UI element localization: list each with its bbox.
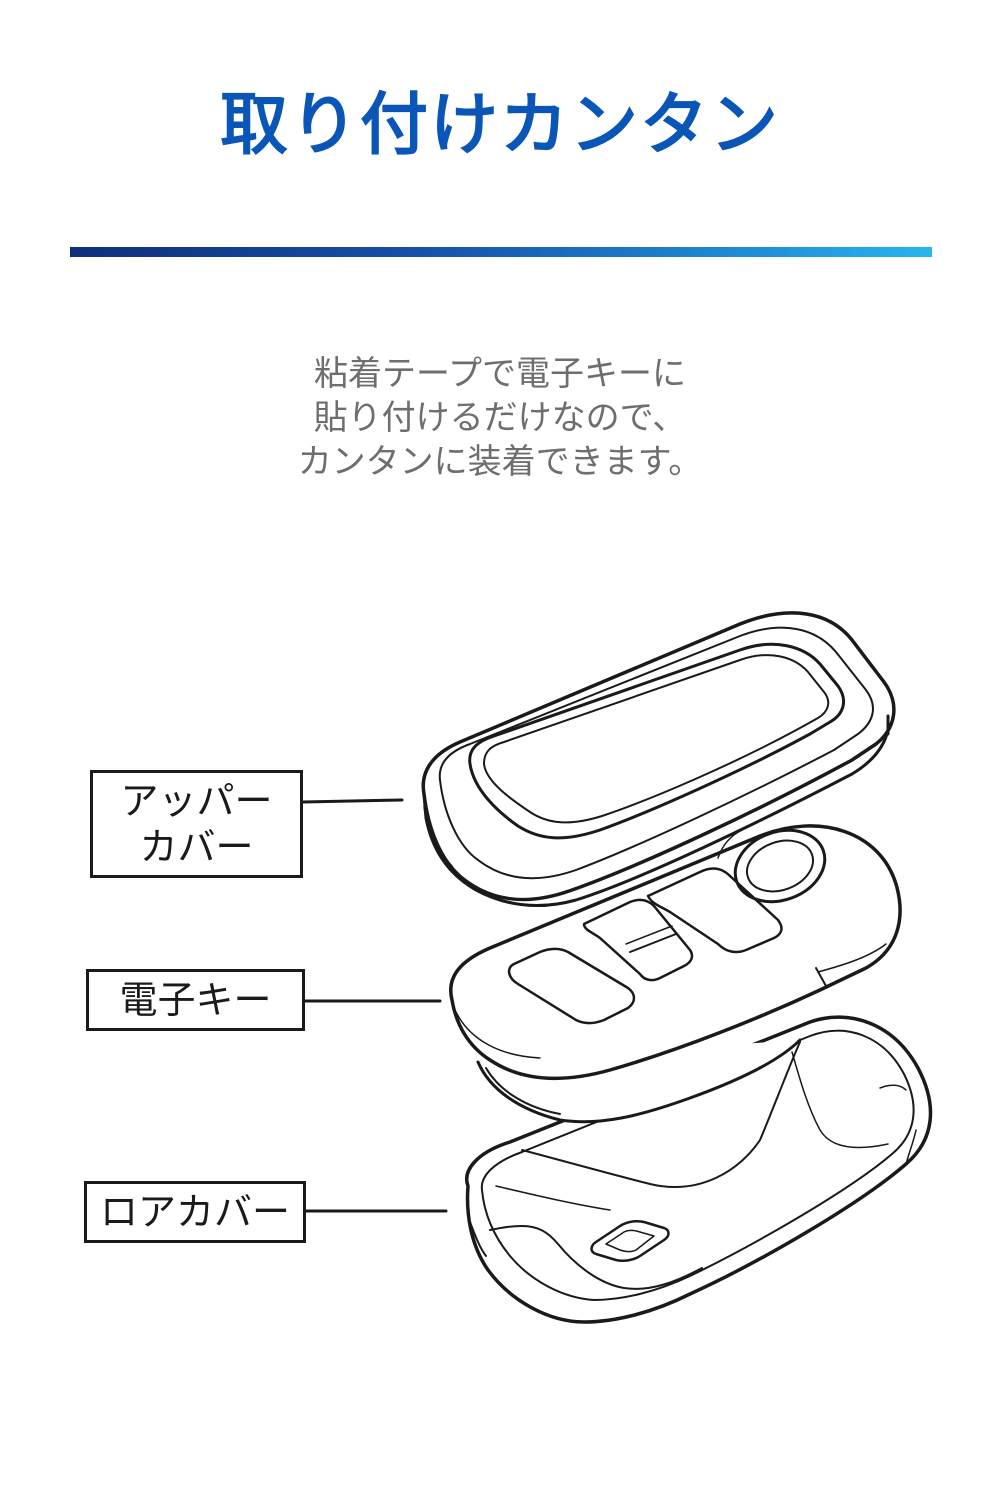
- lower-cover-label: ロアカバー: [84, 1181, 306, 1243]
- description-line-2: 貼り付けるだけなので、: [313, 398, 687, 438]
- upper-cover-label-line-1: アッパー: [120, 779, 273, 823]
- description: 粘着テープで電子キーに 貼り付けるだけなので、 カンタンに装着できます。: [0, 352, 1000, 484]
- electronic-key-shape: [449, 824, 902, 1124]
- description-line-1: 粘着テープで電子キーに: [314, 354, 686, 394]
- lower-cover-shape: [465, 1015, 933, 1324]
- upper-cover-label: アッパー カバー: [90, 770, 303, 878]
- electronic-key-label-text: 電子キー: [119, 978, 272, 1022]
- upper-cover-label-line-2: カバー: [139, 825, 254, 869]
- upper-cover-leader-line: [301, 798, 404, 804]
- description-line-3: カンタンに装着できます。: [297, 442, 703, 482]
- electronic-key-label: 電子キー: [86, 969, 305, 1031]
- page-title: 取り付けカンタン: [219, 86, 780, 165]
- lower-cover-label-text: ロアカバー: [99, 1190, 290, 1234]
- title-divider: [70, 247, 932, 257]
- upper-cover-shape: [421, 611, 896, 907]
